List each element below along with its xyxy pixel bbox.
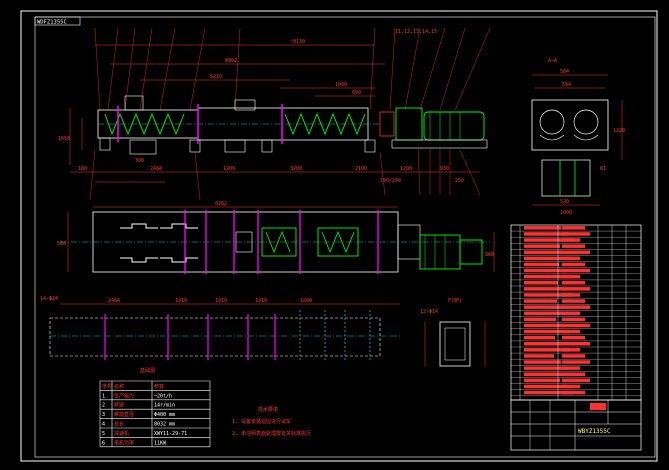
spec-header: 序号 <box>102 383 112 390</box>
spec-cell: 减速机 <box>114 430 129 437</box>
spec-cell: 生产能力 <box>114 392 134 399</box>
discharge-outlet <box>129 139 157 155</box>
drive-base <box>391 139 488 149</box>
dim-top-b: 8902 <box>225 58 237 64</box>
dim-sub6: 1200 <box>400 166 412 172</box>
outer-border <box>20 10 658 462</box>
label-top-right: 11,12,13,14,15 <box>395 29 437 35</box>
dim-sub4: 3200 <box>290 166 302 172</box>
motor <box>423 111 485 141</box>
notes-heading: 技术要求 <box>258 406 278 413</box>
foundation-side: 14-Φ24 <box>40 296 58 302</box>
drawing-number-box <box>34 16 81 26</box>
spec-table: 序号名称 参数 1 生产能力 ~20t/h 2 转速 14r/min 3 螺旋直径 Φ400 mm 4… <box>99 380 211 448</box>
spec-cell: 4 <box>102 422 105 428</box>
view-label-f: F(俯) <box>448 297 462 304</box>
sec-bottom: 520 <box>560 199 569 205</box>
spec-cell: 总长 <box>114 421 124 428</box>
title-block: WBYZ1355C <box>510 399 642 451</box>
screw-flight-right <box>284 112 366 136</box>
drawing-number-top: WDFZ1355C <box>37 20 67 26</box>
sec-h: 1220 <box>613 128 625 134</box>
spec-cell: 1 <box>102 393 105 399</box>
spec-header: 参数 <box>154 383 164 390</box>
dim-total-length: ~9130 <box>290 39 305 45</box>
dim-sub1: 180 <box>78 166 87 172</box>
spec-cell: XWY11-29-71 <box>154 431 187 437</box>
section-label: A—A <box>548 58 557 64</box>
spec-cell: 电机功率 <box>114 439 134 446</box>
spec-header: 名称 <box>114 383 124 390</box>
spec-cell: 3 <box>102 412 105 418</box>
inlet-box <box>124 95 144 111</box>
spec-cell: 14r/min <box>154 403 175 409</box>
parts-list <box>510 224 642 401</box>
sec-w1: 584 <box>560 69 569 75</box>
dim-top-a: 5210 <box>210 74 222 80</box>
dim-sub7: 930 <box>440 166 449 172</box>
fnd-dim-4: 1800 <box>300 298 312 304</box>
inner-border <box>34 16 656 458</box>
spec-cell: 螺旋直径 <box>114 411 134 418</box>
note-1: 1. 设备安装后应进行试车 <box>232 418 291 425</box>
dim-mid-300: 300 <box>135 158 144 164</box>
spec-cell: 11KW <box>154 440 167 446</box>
coupling <box>379 111 395 137</box>
section-a-a: A—A 584 554 1220 520 1000 K1 <box>531 58 625 216</box>
dim-sub2: 2484 <box>150 166 162 172</box>
sec-w2: 554 <box>562 82 571 88</box>
dim-plan-w: 584 <box>57 241 66 247</box>
fnd-dim-2: 1810 <box>215 298 227 304</box>
dim-left-height: 1650 <box>58 136 70 142</box>
inspection-box <box>234 99 256 111</box>
discharge-outlet-2 <box>224 139 246 153</box>
sec-bottom2: 1000 <box>560 210 572 216</box>
fnd-dim-1: 1810 <box>175 298 187 304</box>
spec-cell: 5 <box>102 431 105 437</box>
dim-foot: 190/250 <box>380 178 401 184</box>
dim-plan-r: 860 <box>485 252 494 258</box>
title-block-number: WBYZ1355C <box>578 428 611 435</box>
fnd-dim-3: 1810 <box>255 298 267 304</box>
plan-view: 8282 584 860 <box>57 201 495 274</box>
dim-sub8: 250 <box>455 178 464 184</box>
foundation-sub-label: 基础图 <box>140 367 155 374</box>
foundation-label: 12-Φ14 <box>420 309 438 315</box>
spec-cell: 2 <box>102 403 105 409</box>
sec-k1: K1 <box>600 166 606 172</box>
foundation-view: 14-Φ24 2484 1810 1810 1810 1800 基础图 F(俯)… <box>40 296 486 374</box>
reducer <box>395 107 423 141</box>
main-elevation: ~9130 8902 5210 1000 650 11,12,13,14,15 <box>58 27 491 201</box>
spec-cell: Φ400 mm <box>154 412 175 418</box>
spec-cell: 8032 mm <box>154 422 175 428</box>
spec-cell: 转速 <box>114 402 124 409</box>
dim-right-a: 1000 <box>335 82 347 88</box>
spec-cell: 6 <box>102 440 105 446</box>
spec-cell: ~20t/h <box>154 393 172 399</box>
dim-sub3: 1200 <box>223 166 235 172</box>
dim-plan-len: 8282 <box>215 201 227 207</box>
dim-right-b: 650 <box>352 90 361 96</box>
fnd-dim-0: 2484 <box>108 298 120 304</box>
dim-sub5: 2100 <box>355 166 367 172</box>
note-2: 2. 未注明表面处理按有关标准执行 <box>232 430 311 437</box>
